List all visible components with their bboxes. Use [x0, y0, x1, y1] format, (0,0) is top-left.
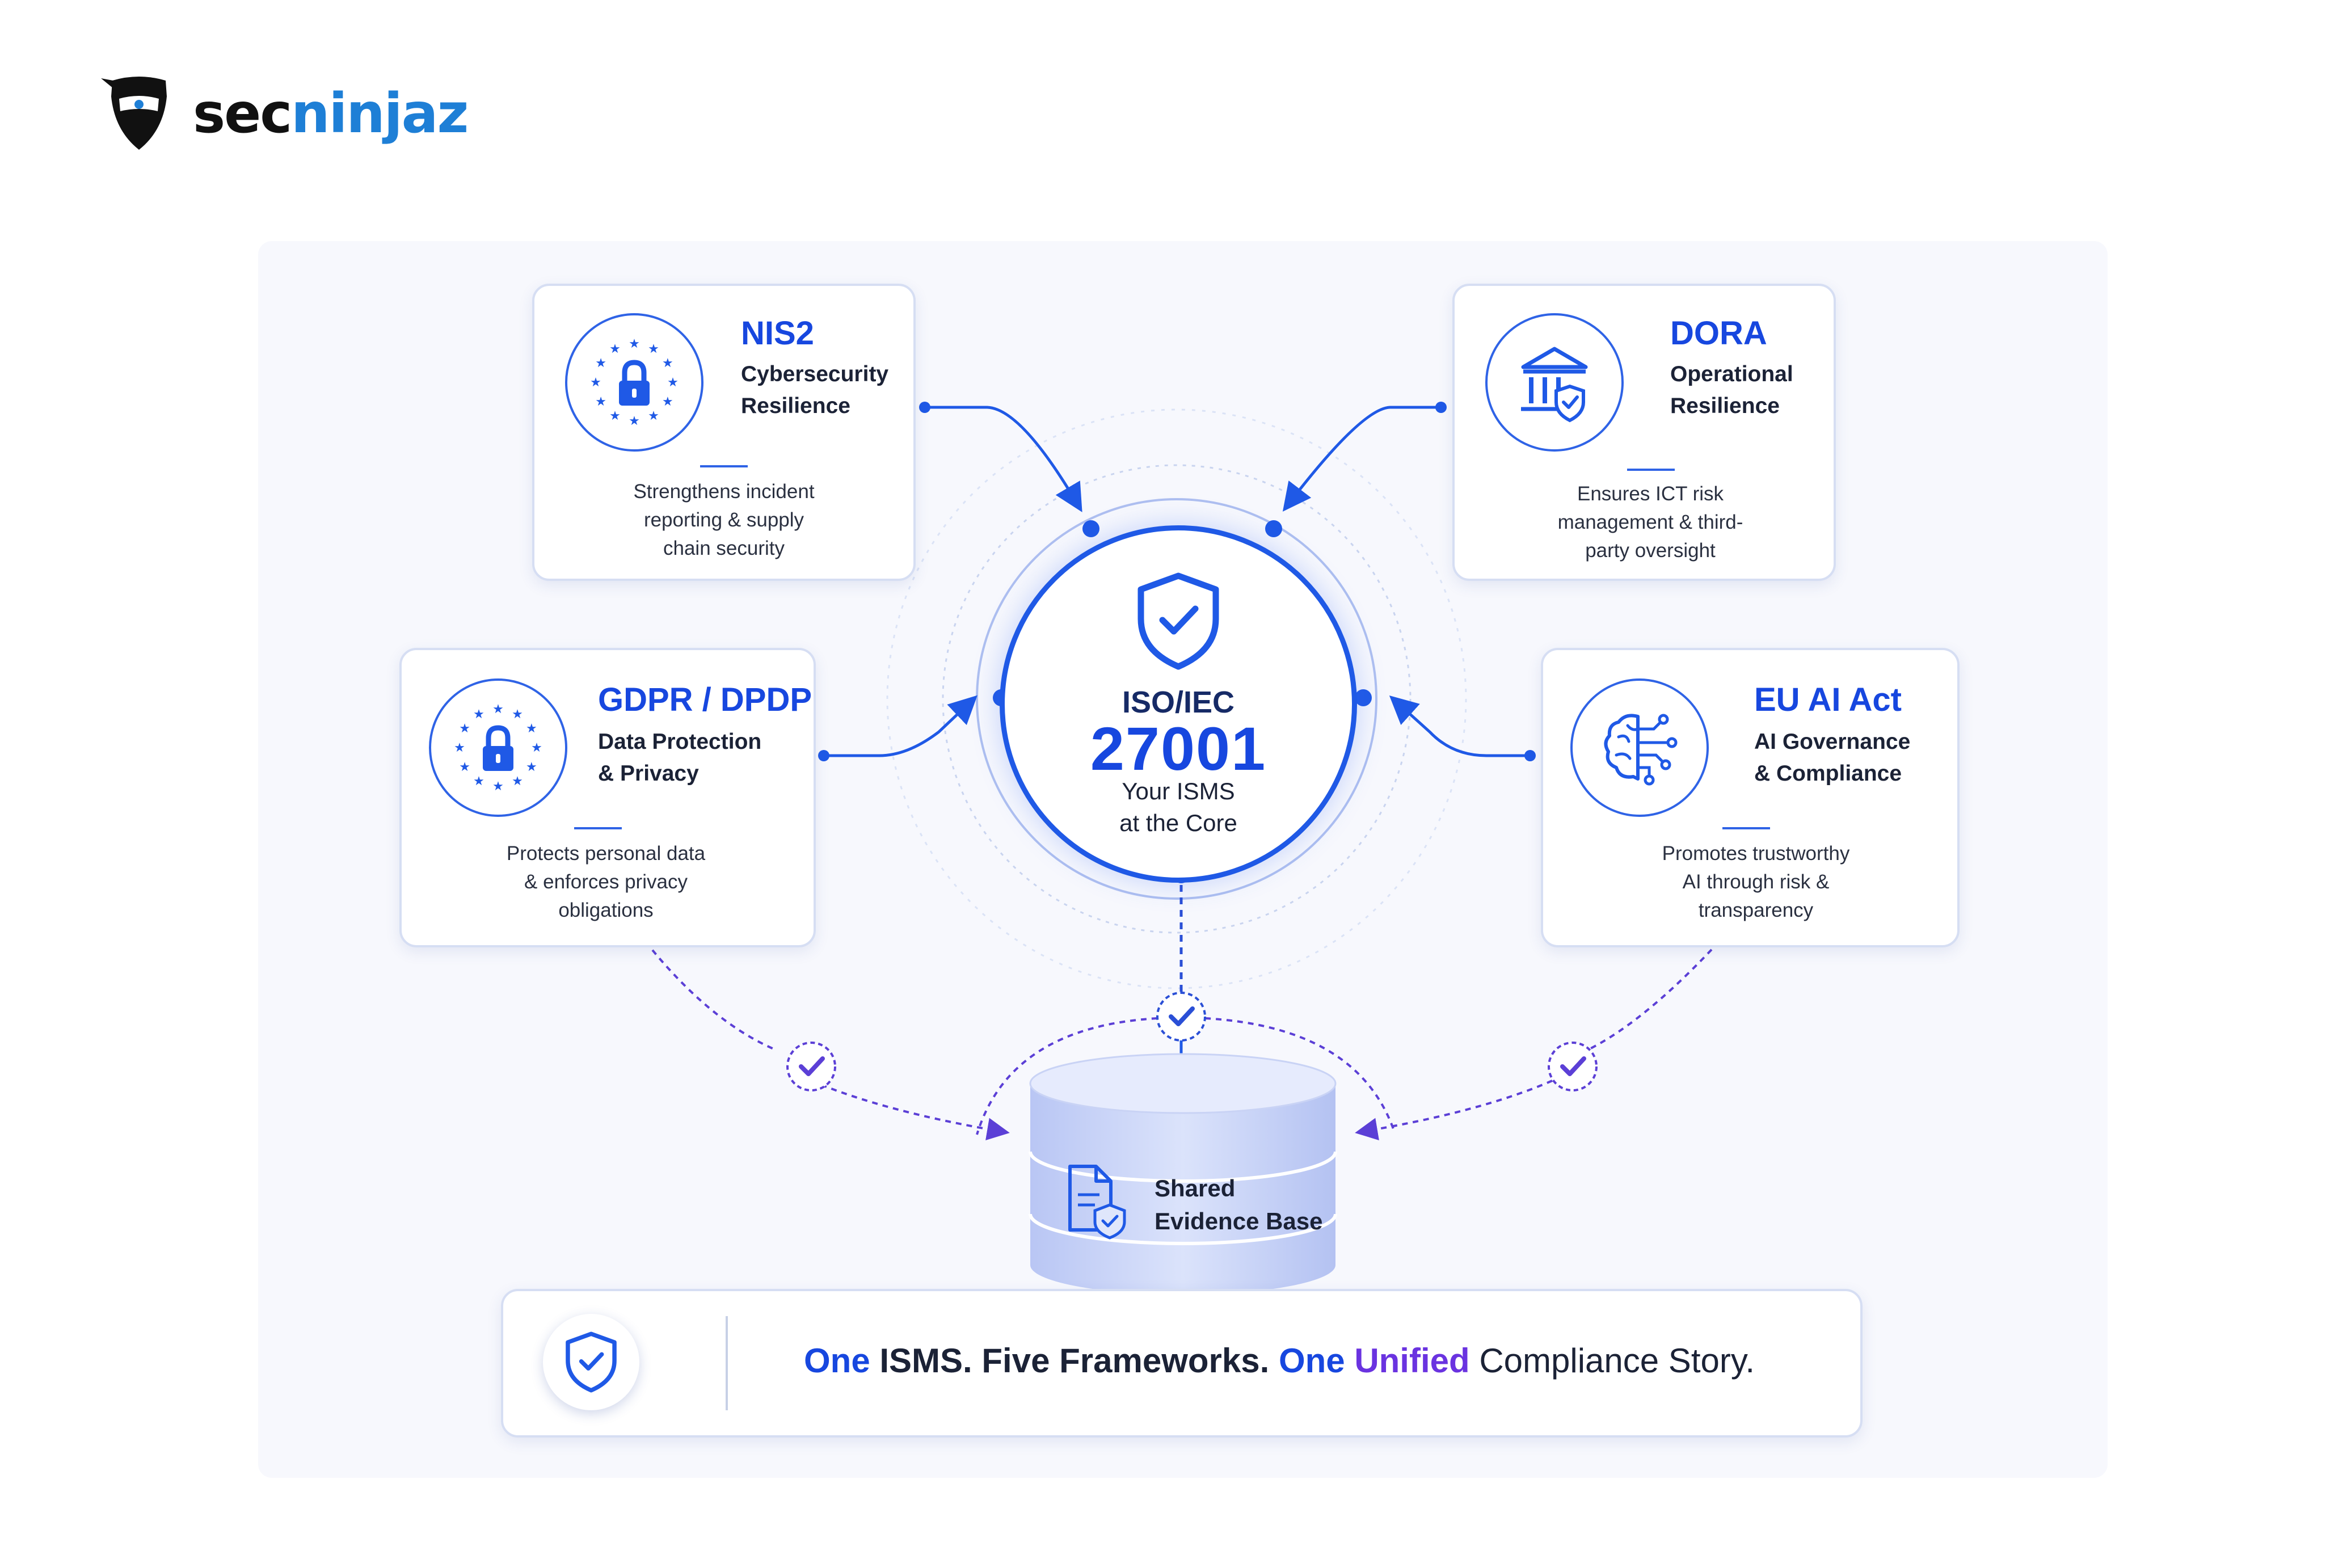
- star-icon: ★: [473, 774, 484, 789]
- bank-shield-icon: [1485, 313, 1624, 452]
- star-icon: ★: [512, 707, 523, 722]
- gdpr-to-db-arrow: [811, 1080, 1010, 1141]
- star-icon: ★: [595, 395, 606, 409]
- shared-evidence-database[interactable]: [1027, 1049, 1339, 1299]
- document-shield-icon: [1068, 1165, 1126, 1240]
- card-title: GDPR / DPDP: [598, 681, 812, 718]
- lock-shackle: [622, 360, 647, 382]
- gdpr-connector: [824, 695, 978, 757]
- shield-check-icon: [1137, 572, 1219, 670]
- brand-name-part1: sec: [193, 82, 292, 145]
- dora-connector: [1282, 406, 1441, 512]
- star-icon: ★: [595, 356, 606, 370]
- euai-to-db-arrow: [1355, 1080, 1553, 1141]
- eu-stars-lock-icon-svg: ★★★★★★★★★★★★: [590, 337, 679, 428]
- eu-stars-lock-icon: ★★★★★★★★★★★★: [565, 313, 703, 452]
- star-icon: ★: [662, 356, 673, 370]
- card-title: EU AI Act: [1754, 681, 1902, 718]
- card-title: NIS2: [741, 315, 814, 352]
- check-badge-icon: [786, 1042, 836, 1091]
- star-icon: ★: [648, 409, 659, 423]
- star-icon: ★: [667, 376, 679, 390]
- star-icon: ★: [512, 774, 523, 789]
- lock-shackle: [486, 725, 511, 747]
- card-title: DORA: [1670, 315, 1767, 352]
- core-label-number: 27001: [1090, 714, 1267, 783]
- euai-dashed-line: [1588, 941, 1720, 1051]
- tagline-banner: One ISMS. Five Frameworks. One Unified C…: [501, 1289, 1863, 1438]
- star-icon: ★: [629, 337, 640, 351]
- euai-connector: [1389, 695, 1530, 757]
- star-icon: ★: [531, 741, 542, 755]
- star-icon: ★: [648, 342, 659, 356]
- brand-wordmark: secninjaz: [193, 86, 469, 141]
- ai-brain-icon: [1570, 678, 1709, 817]
- star-icon: ★: [473, 707, 484, 722]
- star-icon: ★: [492, 779, 504, 794]
- gdpr-dashed-line: [644, 941, 776, 1051]
- tagline-text: One ISMS. Five Frameworks. One Unified C…: [804, 1342, 1755, 1380]
- star-icon: ★: [459, 722, 470, 736]
- star-icon: ★: [454, 741, 465, 755]
- star-icon: ★: [662, 395, 673, 409]
- card-divider: [700, 465, 748, 467]
- lock-keyhole: [496, 754, 500, 763]
- banner-divider: [726, 1316, 728, 1410]
- star-icon: ★: [526, 722, 537, 736]
- eu-stars-lock-icon: ★★★★★★★★★★★★: [429, 678, 567, 817]
- card-divider: [1722, 827, 1770, 829]
- star-icon: ★: [590, 376, 601, 390]
- star-icon: ★: [609, 342, 621, 356]
- brand-name-part2: ninjaz: [291, 82, 469, 145]
- card-divider: [1627, 469, 1675, 471]
- core-label-standard: ISO/IEC: [1122, 685, 1235, 719]
- nis2-connector: [925, 406, 1082, 512]
- check-badge-icon: [1548, 1042, 1598, 1091]
- outer-ring-2: [886, 408, 1467, 989]
- database-cylinder-icon: [1029, 1053, 1337, 1295]
- arc-left: [976, 1017, 1158, 1135]
- card-subtitle: AI Governance& Compliance: [1754, 730, 1911, 786]
- card-divider: [574, 827, 622, 829]
- brand-logo: secninjaz: [96, 74, 469, 153]
- star-icon: ★: [492, 702, 504, 716]
- check-badge-icon: [1156, 992, 1206, 1042]
- card-eu-ai-act[interactable]: EU AI Act AI Governance& Compliance Prom…: [1541, 648, 1960, 947]
- star-icon: ★: [629, 414, 640, 428]
- card-gdpr[interactable]: ★★★★★★★★★★★★ GDPR / DPDP Data Protection…: [399, 648, 816, 947]
- card-description: Protects personal data& enforces privacy…: [506, 842, 706, 921]
- star-icon: ★: [459, 760, 470, 774]
- card-subtitle: Data Protection& Privacy: [598, 730, 762, 786]
- star-icon: ★: [609, 409, 621, 423]
- lock-keyhole: [632, 389, 637, 398]
- ninja-mask-icon: [101, 77, 167, 150]
- star-icon: ★: [526, 760, 537, 774]
- shield-check-icon: [543, 1314, 639, 1410]
- eu-stars-lock-icon-svg: ★★★★★★★★★★★★: [454, 702, 542, 794]
